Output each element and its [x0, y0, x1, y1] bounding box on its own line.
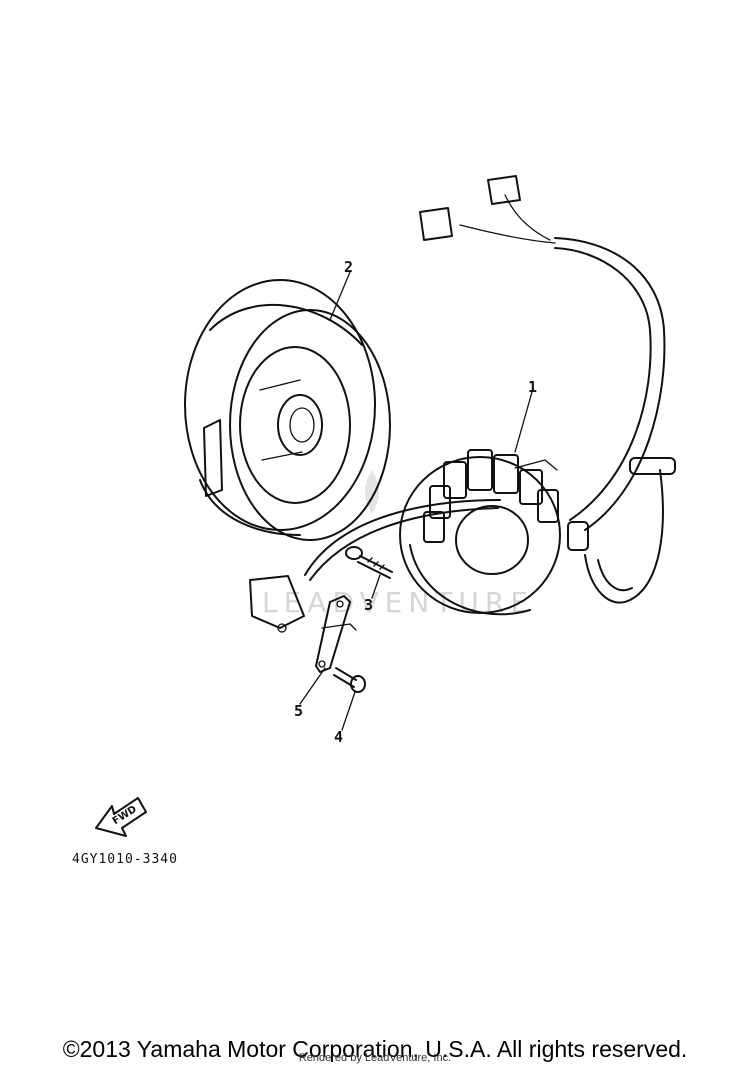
stator-assembly	[249, 175, 676, 633]
callout-5: 5	[294, 702, 303, 720]
rendered-by-text: Rendered by LeadVenture, Inc.	[298, 1052, 452, 1064]
watermark: LEADVENTURE	[262, 470, 528, 619]
leader-line-1	[514, 391, 533, 453]
leader-line-5	[299, 667, 326, 705]
stator-screw	[345, 546, 393, 579]
copyright-text: ©2013 Yamaha Motor Corporation, U.S.A. A…	[62, 1036, 688, 1062]
callout-4: 4	[334, 728, 343, 746]
leader-line-4	[341, 691, 356, 731]
callout-3: 3	[364, 596, 373, 614]
fwd-arrow-icon: FWD	[95, 797, 147, 837]
diagram-code: 4GY1010-3340	[72, 852, 178, 867]
clamp-plate	[315, 595, 357, 673]
callout-1: 1	[528, 378, 537, 396]
plate-screw	[333, 667, 366, 693]
leader-line-3	[371, 574, 381, 599]
flywheel-rotor	[184, 279, 391, 541]
callout-2: 2	[344, 258, 353, 276]
leader-line-2	[329, 271, 351, 321]
